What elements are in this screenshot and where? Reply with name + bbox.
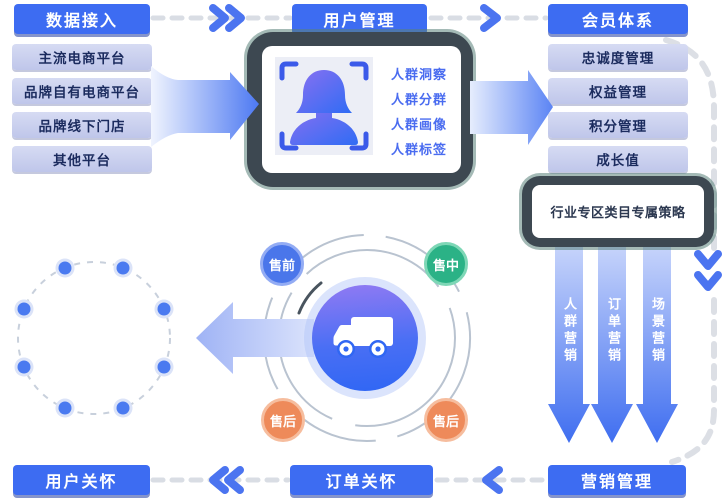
- data-source-item: 主流电商平台: [12, 44, 152, 70]
- crowd-capability-label: 人群画像: [391, 117, 448, 132]
- chevron-right-icon: [209, 4, 229, 32]
- arrow-sources-to-card: [151, 66, 259, 147]
- member-system-item: 权益管理: [548, 78, 688, 104]
- stage-badge-aftersale: 售后: [261, 398, 305, 442]
- chevron-down-icon: [694, 250, 722, 270]
- strategy-box: 行业专区类目专属策略: [532, 185, 704, 238]
- chevron-left-icon: [209, 466, 229, 494]
- stage-badge-midsale: 售中: [424, 242, 468, 286]
- person-icon: [279, 61, 369, 151]
- chevron-left-icon: [224, 466, 244, 494]
- chevron-right-icon: [480, 4, 501, 32]
- header-data-access: 数据接入: [14, 4, 150, 34]
- member-system-item: 成长值: [548, 146, 688, 172]
- data-source-item: 其他平台: [12, 146, 152, 172]
- marketing-arrow-label: 场景营销: [650, 297, 665, 365]
- scan-corner-brackets-icon: [279, 61, 369, 151]
- crowd-capability-label: 人群洞察: [391, 67, 448, 82]
- marketing-arrow-label: 人群营销: [562, 297, 577, 365]
- chevron-left-icon: [482, 466, 503, 494]
- member-system-item: 忠诚度管理: [548, 44, 688, 70]
- member-system-item: 积分管理: [548, 112, 688, 138]
- user-profile-photo-frame: [275, 57, 373, 155]
- header-user-management: 用户管理: [292, 4, 427, 34]
- arrow-card-to-member-system: [470, 70, 553, 145]
- arrow-left-to-channels: [196, 302, 314, 374]
- chevron-down-icon: [694, 271, 722, 291]
- header-member-system: 会员体系: [548, 4, 688, 34]
- header-order-care: 订单关怀: [290, 465, 433, 495]
- data-source-item: 品牌线下门店: [12, 112, 152, 138]
- data-source-item: 品牌自有电商平台: [12, 78, 152, 104]
- truck-icon: [333, 317, 393, 358]
- stage-badge-aftersale: 售后: [424, 398, 468, 442]
- channel-dotted-circle: [14, 258, 174, 418]
- chevron-right-icon: [225, 4, 245, 32]
- marketing-arrow-label: 订单营销: [606, 297, 621, 365]
- strategy-label: 行业专区类目专属策略: [550, 205, 686, 220]
- crowd-capability-label: 人群分群: [391, 92, 448, 107]
- stage-badge-presale: 售前: [260, 242, 304, 286]
- order-fulfillment-circle: [312, 285, 418, 391]
- header-marketing-management: 营销管理: [548, 465, 686, 495]
- header-user-care: 用户关怀: [13, 465, 150, 495]
- crowd-capability-label: 人群标签: [391, 142, 448, 157]
- channel-node-dots: [14, 258, 174, 418]
